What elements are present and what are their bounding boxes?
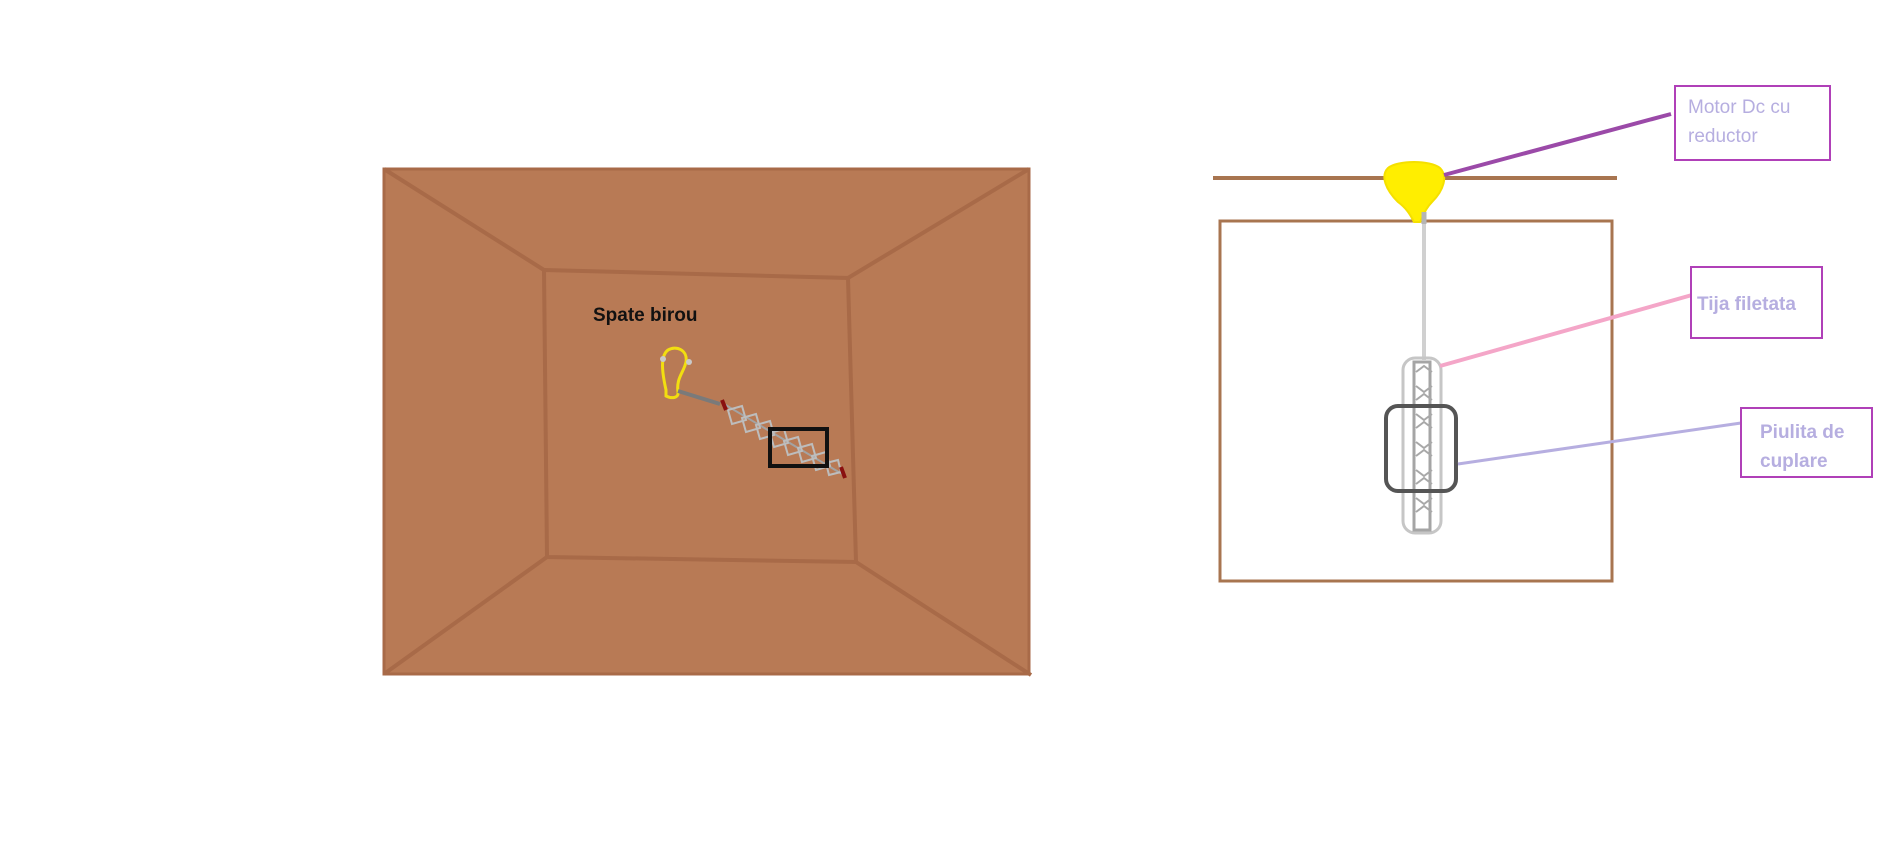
drawer-frame [1218,219,1614,583]
rod-leader-line [1439,293,1693,368]
nut-leader-line [1457,421,1742,466]
desk-inner-panel [541,267,859,565]
callout-rod-box [1690,266,1823,339]
rod-thread-marks [1415,364,1433,513]
motor-leader-line [1443,112,1672,177]
threaded-rod-body [1401,356,1443,535]
callout-rod-line-1: Tija filetata [1697,294,1796,315]
mini-motor-shaft [677,389,721,406]
callout-rod: Tija filetata [1690,266,1823,339]
desk-corner-edge-tl [382,167,546,272]
desk-corner-edge-br [854,560,1033,677]
coupling-nut [1384,404,1458,493]
dc-motor [1383,161,1446,223]
callout-nut-line-1: Piulita de [1760,422,1844,443]
callout-motor-box [1674,85,1831,161]
mini-threaded-rod [723,403,843,475]
desk-back-view: Spate birou [382,167,1033,677]
mechanism-detail-view: Motor Dc cu reductor Tija filetata Piuli… [1213,85,1873,583]
callout-motor-line-1: Motor Dc cu [1688,97,1790,118]
desk-corner-edge-bl [382,555,549,676]
desk-back-title: Spate birou [593,305,698,326]
mini-rod-end-left [720,399,728,411]
desk-corner-edge-tr [846,167,1031,280]
callout-nut: Piulita de cuplare [1740,407,1873,478]
mini-coupling-nut [768,427,829,468]
callout-motor-line-2: reductor [1688,126,1758,147]
callout-nut-box [1740,407,1873,478]
mini-motor-knob-left [660,356,666,362]
mini-rod-end-right [839,466,847,479]
threaded-rod-core [1412,360,1432,532]
mini-motor-knob-right [686,359,692,365]
callout-motor: Motor Dc cu reductor [1674,85,1831,161]
callout-nut-line-2: cuplare [1760,451,1828,472]
